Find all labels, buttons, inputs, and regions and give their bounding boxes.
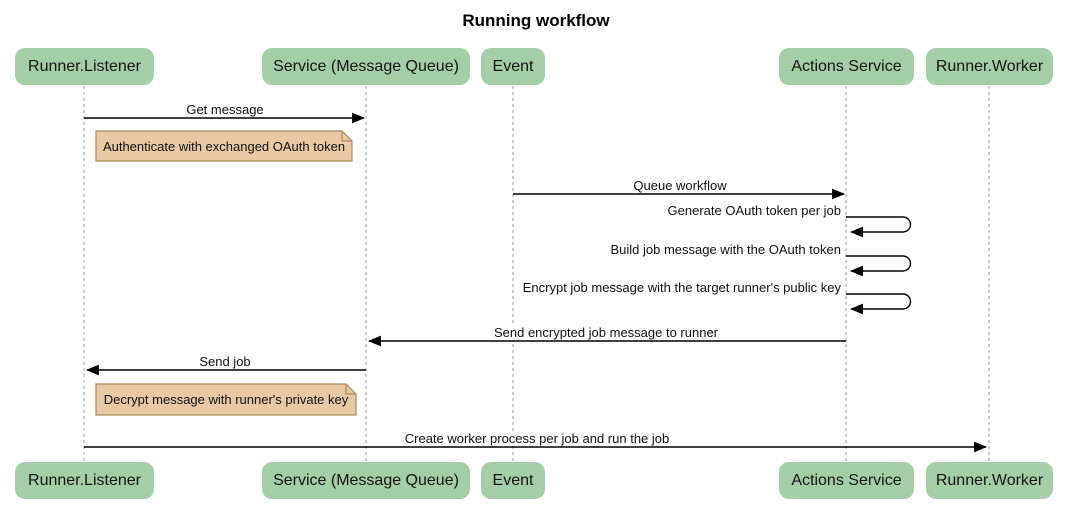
message-label-encrypt-job-message: Encrypt job message with the target runn… bbox=[519, 280, 844, 295]
message-label-queue-workflow: Queue workflow bbox=[630, 178, 730, 193]
actor-bottom-service-message-queue: Service (Message Queue) bbox=[262, 462, 470, 499]
arrow-self-encrypt-job-message bbox=[846, 293, 912, 315]
message-label-generate-oauth-token: Generate OAuth token per job bbox=[664, 203, 844, 218]
message-label-send-encrypted-job-message: Send encrypted job message to runner bbox=[490, 325, 722, 340]
note-decrypt-shape bbox=[95, 383, 357, 416]
actor-label: Runner.Worker bbox=[935, 471, 1044, 489]
actor-top-runner-listener: Runner.Listener bbox=[15, 48, 154, 85]
actor-bottom-runner-listener: Runner.Listener bbox=[15, 462, 154, 499]
actor-label: Event bbox=[492, 57, 534, 75]
arrow-self-build-job-message bbox=[846, 255, 912, 277]
actor-top-event: Event bbox=[481, 48, 545, 85]
actor-label: Runner.Listener bbox=[28, 471, 141, 489]
actor-bottom-actions-service: Actions Service bbox=[779, 462, 914, 499]
actor-top-service-message-queue: Service (Message Queue) bbox=[262, 48, 470, 85]
message-label-get-message: Get message bbox=[183, 102, 267, 117]
actor-label: Actions Service bbox=[791, 471, 902, 489]
actor-label: Service (Message Queue) bbox=[273, 57, 459, 75]
message-label-create-worker-process: Create worker process per job and run th… bbox=[401, 431, 673, 446]
diagram-title: Running workflow bbox=[462, 11, 610, 30]
arrow-self-generate-oauth-token bbox=[846, 216, 912, 238]
message-label-send-job: Send job bbox=[196, 354, 254, 369]
actor-label: Event bbox=[492, 471, 534, 489]
note-authenticate-shape bbox=[95, 130, 353, 162]
actor-label: Service (Message Queue) bbox=[273, 471, 459, 489]
actor-top-actions-service: Actions Service bbox=[779, 48, 914, 85]
actor-label: Runner.Worker bbox=[935, 57, 1044, 75]
actor-bottom-event: Event bbox=[481, 462, 545, 499]
actor-label: Runner.Listener bbox=[28, 57, 141, 75]
actor-label: Actions Service bbox=[791, 57, 902, 75]
message-label-build-job-message: Build job message with the OAuth token bbox=[607, 242, 844, 257]
actor-bottom-runner-worker: Runner.Worker bbox=[926, 462, 1053, 499]
note-authenticate-text: Authenticate with exchanged OAuth token bbox=[102, 138, 346, 154]
note-decrypt-text: Decrypt message with runner's private ke… bbox=[103, 392, 349, 407]
actor-top-runner-worker: Runner.Worker bbox=[926, 48, 1053, 85]
